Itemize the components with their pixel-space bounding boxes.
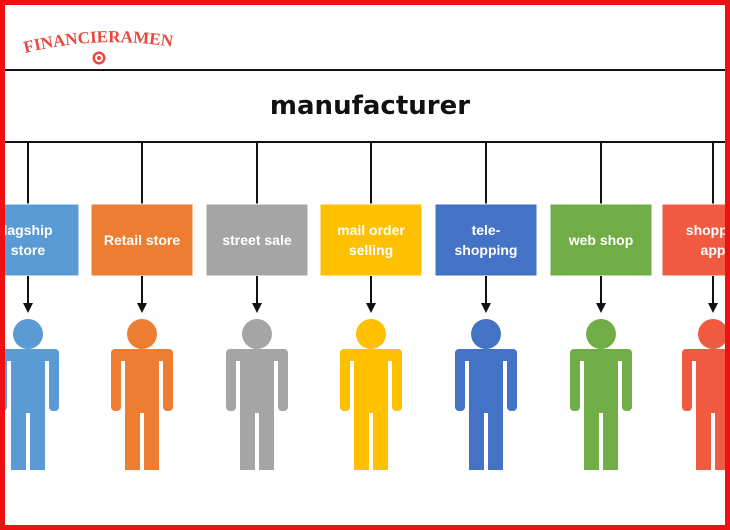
channel-label: web shop <box>568 232 634 248</box>
channel-5: web shop <box>549 142 653 470</box>
channel-label: selling <box>349 242 393 258</box>
channel-box <box>661 203 725 277</box>
arrow-head-icon <box>23 303 33 313</box>
channel-2: street sale <box>205 142 309 470</box>
channel-box <box>90 203 194 277</box>
channel-label: shopping <box>455 242 518 258</box>
diagram-title: manufacturer <box>269 91 471 121</box>
top-rule <box>5 69 725 71</box>
person-icon <box>570 319 632 470</box>
person-icon <box>111 319 173 470</box>
person-icon <box>340 319 402 470</box>
arrow-head-icon <box>481 303 491 313</box>
channel-box <box>549 203 653 277</box>
channel-box <box>205 203 309 277</box>
channel-label: mail order <box>337 222 405 238</box>
channel-box <box>434 203 538 277</box>
person-icon <box>682 319 725 470</box>
arrow-head-icon <box>366 303 376 313</box>
person-icon <box>455 319 517 470</box>
arrow-head-icon <box>252 303 262 313</box>
arrow-head-icon <box>137 303 147 313</box>
person-icon <box>226 319 288 470</box>
person-icon <box>5 319 59 470</box>
arrow-head-icon <box>708 303 718 313</box>
channel-6: shoppin app <box>661 142 730 470</box>
channel-1: Retail store <box>90 142 194 470</box>
arrow-head-icon <box>596 303 606 313</box>
channel-3: mail order selling <box>319 142 423 470</box>
channel-4: tele-shopping <box>434 142 538 470</box>
channel-label: shoppin <box>686 222 730 238</box>
channel-label: app <box>701 242 726 258</box>
channel-label: street sale <box>222 232 291 248</box>
channel-label: Retail store <box>104 232 180 248</box>
channel-label: lagship <box>5 222 53 238</box>
channel-box <box>319 203 423 277</box>
logo-emblem <box>92 51 106 65</box>
logo: FINANCIERAMENTE <box>19 31 179 67</box>
channel-diagram: lagship store Retail store street sale mail … <box>5 142 730 470</box>
bottom-rule <box>5 141 725 143</box>
channel-label: tele- <box>472 222 501 238</box>
channel-box <box>5 203 80 277</box>
channel-0: lagship store <box>5 142 80 470</box>
channel-label: store <box>11 242 45 258</box>
